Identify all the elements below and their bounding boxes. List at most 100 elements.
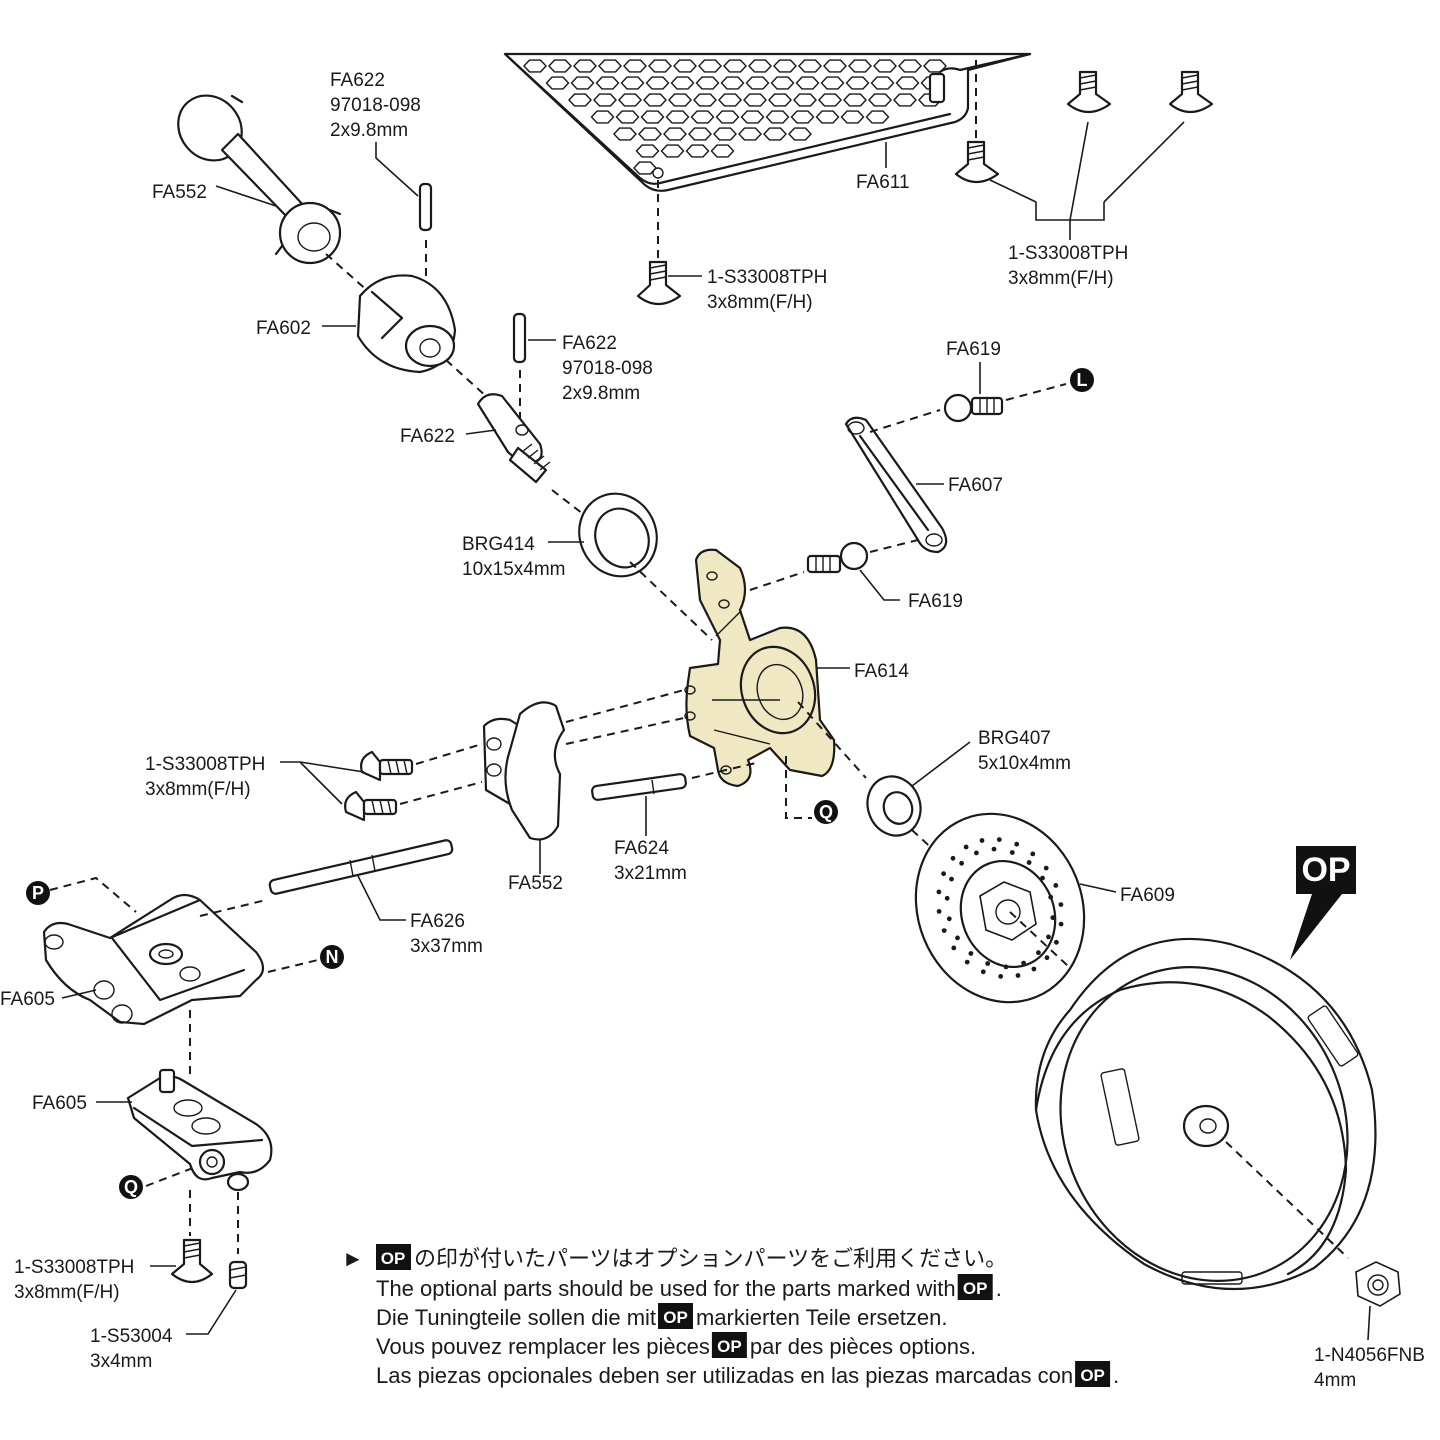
honeycomb-cell [638, 127, 662, 141]
disc-hole [1053, 883, 1059, 888]
disc-hole [950, 855, 956, 861]
honeycomb-cell [873, 59, 897, 73]
disc-hole [979, 838, 985, 843]
honeycomb-cell [570, 76, 595, 90]
disc-hole [951, 945, 957, 951]
honeycomb-cell [773, 59, 797, 73]
note-english: The optional parts should be used for th… [376, 1276, 956, 1301]
svg-text:P: P [32, 883, 44, 903]
honeycomb-cell [615, 110, 640, 124]
note-french: Vous pouvez remplacer les pièces [376, 1334, 710, 1359]
svg-text:N: N [326, 947, 339, 967]
honeycomb-cell [740, 110, 765, 124]
honeycomb-cell [660, 144, 685, 158]
axle [476, 393, 551, 484]
disc-hole [996, 837, 1002, 842]
label-fa622: FA622 [562, 333, 617, 354]
label-size: 3x21mm [614, 863, 687, 884]
op-mark: OP [963, 1279, 988, 1298]
leader-lines [61, 121, 1371, 1341]
countersunk-screw [170, 1238, 214, 1284]
label-size: 2x9.8mm [330, 120, 408, 141]
disc-hole [1036, 950, 1041, 956]
honeycomb-cell [573, 59, 597, 73]
honeycomb-cell [633, 161, 657, 175]
label-brg407: BRG407 [978, 728, 1051, 749]
lock-nut [1355, 1261, 1401, 1307]
op-mark: OP [663, 1308, 688, 1327]
honeycomb-cell [663, 127, 687, 141]
op-badge: OP [1290, 846, 1356, 960]
disc-hole [941, 928, 947, 933]
honeycomb-cell [765, 110, 790, 124]
honeycomb-cell [848, 59, 872, 73]
disc-hole [963, 844, 969, 850]
honeycomb-cell [593, 93, 617, 107]
disc-hole [959, 860, 964, 866]
marker-p: P [26, 881, 50, 905]
label-screw: 1-S33008TPH [14, 1257, 134, 1278]
disc-hole [941, 871, 946, 877]
op-mark: OP [381, 1249, 406, 1268]
honeycomb-cell [618, 93, 642, 107]
op-mark: OP [717, 1337, 742, 1356]
label-fa602: FA602 [256, 318, 311, 339]
disc-hole [1046, 934, 1051, 940]
countersunk-screw [954, 140, 1000, 184]
disc-hole [1050, 915, 1056, 921]
honeycomb-cell [868, 93, 892, 107]
honeycomb-cell [645, 76, 670, 90]
disc-hole [1021, 960, 1026, 966]
disc-hole [1054, 939, 1059, 945]
disc-hole [1009, 850, 1015, 855]
label-part-ref: 97018-098 [562, 358, 653, 379]
countersunk-screw [636, 260, 682, 306]
honeycomb-cell [668, 93, 692, 107]
honeycomb-cell [793, 93, 817, 107]
label-fa622: FA622 [400, 426, 455, 447]
steering-knuckle [684, 548, 836, 788]
disc-hole [955, 935, 960, 941]
label-fa614: FA614 [854, 661, 909, 682]
disc-hole [998, 974, 1004, 979]
honeycomb-cell [745, 76, 770, 90]
honeycomb-cell [895, 76, 920, 90]
op-badge-label: OP [1301, 851, 1350, 889]
countersunk-screw [1168, 70, 1214, 114]
honeycomb-cell [695, 76, 720, 90]
honeycomb-cell [820, 76, 845, 90]
honeycomb-cell [698, 59, 722, 73]
disc-hole [1015, 973, 1021, 978]
marker-q: Q [814, 800, 838, 824]
honeycomb-cell [798, 59, 822, 73]
label-size: 5x10x4mm [978, 753, 1071, 774]
note-japanese: の印が付いたパーツはオプションパーツをご利用ください。 [414, 1246, 1007, 1271]
honeycomb-cell [795, 76, 820, 90]
honeycomb-cell [640, 110, 665, 124]
honeycomb-cell [865, 110, 890, 124]
honeycomb-cell [893, 93, 917, 107]
honeycomb-cell [843, 93, 867, 107]
honeycomb-cell [723, 59, 747, 73]
honeycomb-cell [788, 127, 812, 141]
label-fa622: FA622 [330, 70, 385, 91]
honeycomb-cell [768, 93, 792, 107]
disc-hole [1040, 875, 1045, 881]
disc-hole [985, 961, 991, 966]
honeycomb-cell [523, 59, 547, 73]
label-size: 3x4mm [90, 1351, 152, 1372]
disc-hole [974, 850, 979, 856]
callout-labels: FA552 FA622 97018-098 2x9.8mm FA602 FA62… [0, 70, 1425, 1391]
disc-hole [980, 969, 986, 975]
honeycomb-cell [545, 76, 570, 90]
honeycomb-cell [845, 76, 870, 90]
disc-hole [936, 909, 942, 914]
honeycomb-cell [568, 93, 592, 107]
honeycomb-cell [718, 93, 742, 107]
label-set-screw: 1-S53004 [90, 1326, 173, 1347]
op-mark: OP [1080, 1366, 1105, 1385]
label-size: 3x8mm(F/H) [1008, 268, 1114, 289]
honeycomb-cell [713, 127, 737, 141]
label-screw: 1-S33008TPH [1008, 243, 1128, 264]
